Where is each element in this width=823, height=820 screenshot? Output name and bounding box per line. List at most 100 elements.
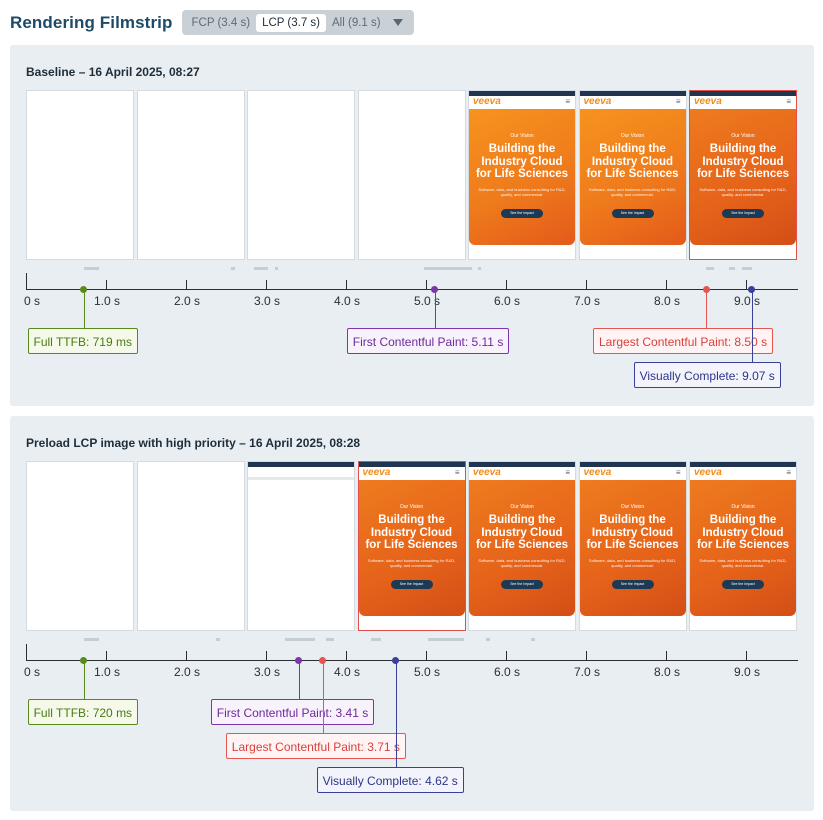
loading-bar (248, 477, 354, 480)
timeline-tick (266, 280, 267, 289)
vc-marker-label: Visually Complete: 9.07 s (633, 362, 781, 388)
timeline-tick (106, 651, 107, 660)
tick-label: 0 s (24, 665, 41, 679)
site-logo: veeva (583, 467, 612, 478)
fcp-marker-label: First Contentful Paint: 3.41 s (210, 699, 375, 725)
tick-label: 4.0 s (334, 665, 361, 679)
tick-label: 9.0 s (734, 294, 761, 308)
hamburger-icon: ≡ (786, 97, 791, 106)
hero-title-line: Building the (488, 514, 556, 526)
hero-kicker: Our Vision (731, 504, 755, 510)
lcp-marker-dot (702, 286, 710, 293)
mode-lcp-button[interactable]: LCP (3.7 s) (256, 13, 327, 32)
site-logo: veeva (473, 467, 501, 478)
hero-subtitle: Software, data, and business consulting … (367, 558, 456, 568)
hero-title-line: Industry Cloud (702, 155, 784, 168)
hero-title-line: Building the (709, 514, 777, 526)
tick-label: 3.0 s (254, 294, 281, 308)
see-impact-button: See the Impact (722, 209, 764, 218)
timeline-tick (506, 280, 507, 289)
timeline-tick (586, 280, 587, 289)
run-panel-preload: Preload LCP image with high priority – 1… (10, 416, 814, 811)
tick-label: 6.0 s (494, 665, 521, 679)
timeline-tick (746, 280, 747, 289)
lcp-marker-label: Largest Contentful Paint: 3.71 s (225, 733, 406, 759)
tick-label: 1.0 s (94, 294, 121, 308)
filmstrip-frame[interactable] (247, 90, 355, 260)
chevron-down-icon[interactable] (392, 19, 403, 26)
tick-label: 2.0 s (174, 294, 201, 308)
timeline-tick (186, 651, 187, 660)
tick-label: 1.0 s (94, 665, 121, 679)
hero-title-line: Industry Cloud (481, 526, 563, 539)
hamburger-icon: ≡ (675, 97, 681, 106)
site-nav: veeva≡ (469, 467, 575, 480)
tick-label: 7.0 s (574, 294, 601, 308)
site-topbar (579, 91, 686, 96)
hero-title-line: for Life Sciences (696, 539, 790, 551)
see-impact-button: See the Impact (501, 209, 543, 218)
site-nav: veeva≡ (579, 96, 686, 109)
timeline-tick (666, 651, 667, 660)
filmstrip-frame[interactable] (136, 90, 245, 260)
filmstrip-frame[interactable] (357, 90, 466, 260)
filmstrip-frame[interactable] (136, 461, 245, 631)
fcp-marker-stem (298, 661, 300, 699)
see-impact-button: See the Impact (611, 580, 654, 589)
filmstrip-frame[interactable] (247, 461, 355, 631)
request-strip (26, 263, 798, 273)
page-title: Rendering Filmstrip (10, 12, 173, 32)
timeline-tick (506, 651, 507, 660)
site-topbar (579, 462, 686, 467)
timeline-tick (266, 651, 267, 660)
vc-marker-stem (751, 290, 753, 362)
tick-label: 7.0 s (574, 665, 601, 679)
timeline-tick (346, 651, 347, 660)
timeline-tick (426, 651, 427, 660)
hero-subtitle: Software, data, and business consulting … (699, 558, 787, 568)
timeline-start-tick (26, 273, 27, 290)
hero-subtitle: Software, data, and business consulting … (588, 187, 677, 197)
hero-kicker: Our Vision (620, 504, 645, 510)
site-logo: veeva (473, 96, 501, 107)
mode-fcp-button[interactable]: FCP (3.4 s) (191, 16, 251, 29)
timeline-tick (586, 651, 587, 660)
hero-title-line: Building the (488, 143, 556, 155)
site-nav: veeva ≡ (690, 96, 796, 109)
hero-title-line: Industry Cloud (591, 155, 674, 168)
filmstrip-frame[interactable] (26, 90, 134, 260)
see-impact-button: See the Impact (611, 209, 654, 218)
lcp-marker-dot (319, 657, 327, 664)
filmstrip-header: Rendering Filmstrip FCP (3.4 s) LCP (3.7… (10, 10, 414, 35)
site-logo: veeva (694, 96, 722, 107)
hero-subtitle: Software, data, and business consulting … (478, 187, 566, 197)
mode-all-button[interactable]: All (9.1 s) (332, 16, 381, 29)
filmstrip-frame[interactable] (26, 461, 134, 631)
fcp-marker-label: First Contentful Paint: 5.11 s (346, 328, 510, 354)
vc-marker-dot (392, 657, 400, 664)
hero-title-line: Industry Cloud (481, 155, 563, 168)
hero-title-line: Industry Cloud (591, 526, 674, 539)
tick-label: 2.0 s (174, 665, 201, 679)
hero-title-line: for Life Sciences (586, 539, 679, 551)
hamburger-icon: ≡ (786, 468, 791, 477)
mode-selector[interactable]: FCP (3.4 s) LCP (3.7 s) All (9.1 s) (182, 10, 414, 35)
site-nav: veeva≡ (469, 96, 575, 109)
hero-title-line: Building the (378, 514, 445, 526)
